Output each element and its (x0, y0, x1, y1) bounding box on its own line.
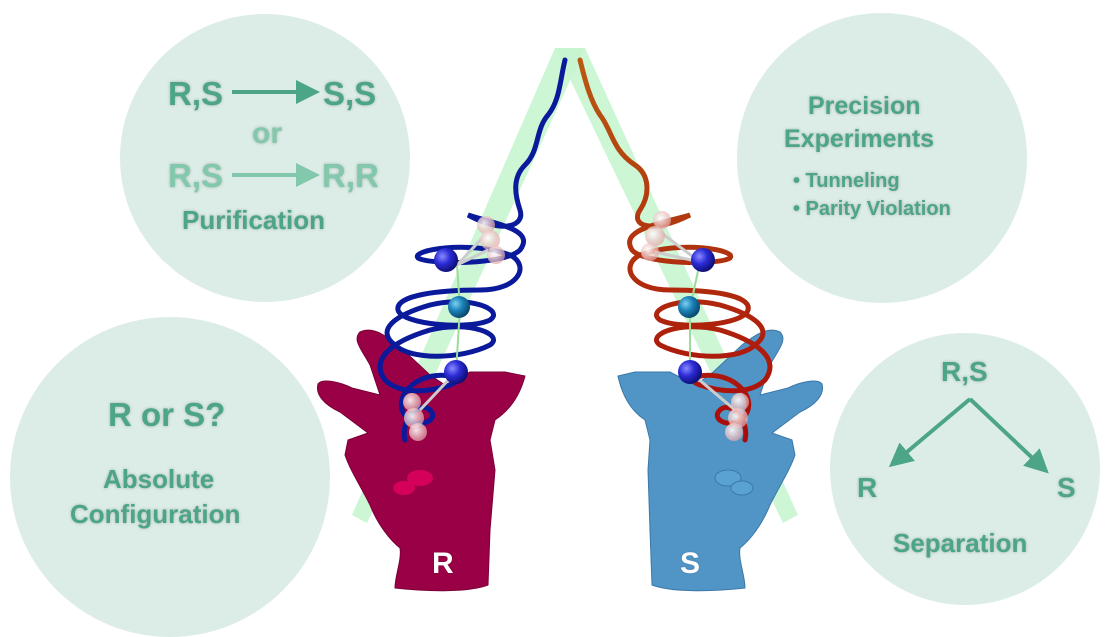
precision-bullet-parity: • Parity Violation (793, 198, 951, 220)
absolute-title-1: Absolute (103, 464, 215, 494)
hand-r (316, 329, 526, 592)
hand-s (617, 329, 824, 592)
atom-c-r (448, 296, 470, 318)
purification-or: or (252, 117, 282, 150)
separation-arrow-right (968, 397, 1049, 474)
precision-title-1: Precision (808, 92, 921, 120)
separation-bubble (830, 333, 1100, 605)
separation-title: Separation (893, 528, 1028, 558)
separation-left: R (857, 472, 878, 503)
molecule-r (403, 216, 505, 441)
hand-r-fingernail-1 (407, 470, 433, 486)
separation-right: S (1057, 472, 1076, 503)
precision-bubble (737, 13, 1027, 303)
atom-c-s (678, 296, 700, 318)
purification-rs-1: R,S (168, 75, 224, 112)
purification-ss: S,S (323, 75, 377, 112)
separation-top: R,S (941, 356, 988, 387)
atom-n-bottom-s (678, 360, 702, 384)
molecule-s (641, 211, 749, 441)
absolute-title-2: Configuration (70, 499, 241, 529)
hand-s-fingernail-1 (714, 469, 742, 487)
hand-s-label: S (680, 547, 701, 580)
atom-n-top-s (691, 248, 715, 272)
purification-title: Purification (182, 205, 326, 235)
hand-r-fingernail-2 (393, 481, 415, 495)
purification-rr: R,R (322, 157, 379, 194)
precision-bullet-tunneling: • Tunneling (793, 170, 900, 192)
hand-s-fingernail-2 (730, 480, 754, 496)
separation-arrow-left (888, 397, 972, 468)
precision-title-2: Experiments (784, 125, 935, 153)
atom-n-bottom-r (444, 360, 468, 384)
purification-rs-2: R,S (168, 157, 224, 194)
absolute-config-bubble (10, 317, 330, 637)
purification-bubble (120, 14, 410, 302)
atom-n-top-r (434, 248, 458, 272)
absolute-question: R or S? (108, 396, 226, 433)
hand-r-label: R (432, 547, 454, 580)
